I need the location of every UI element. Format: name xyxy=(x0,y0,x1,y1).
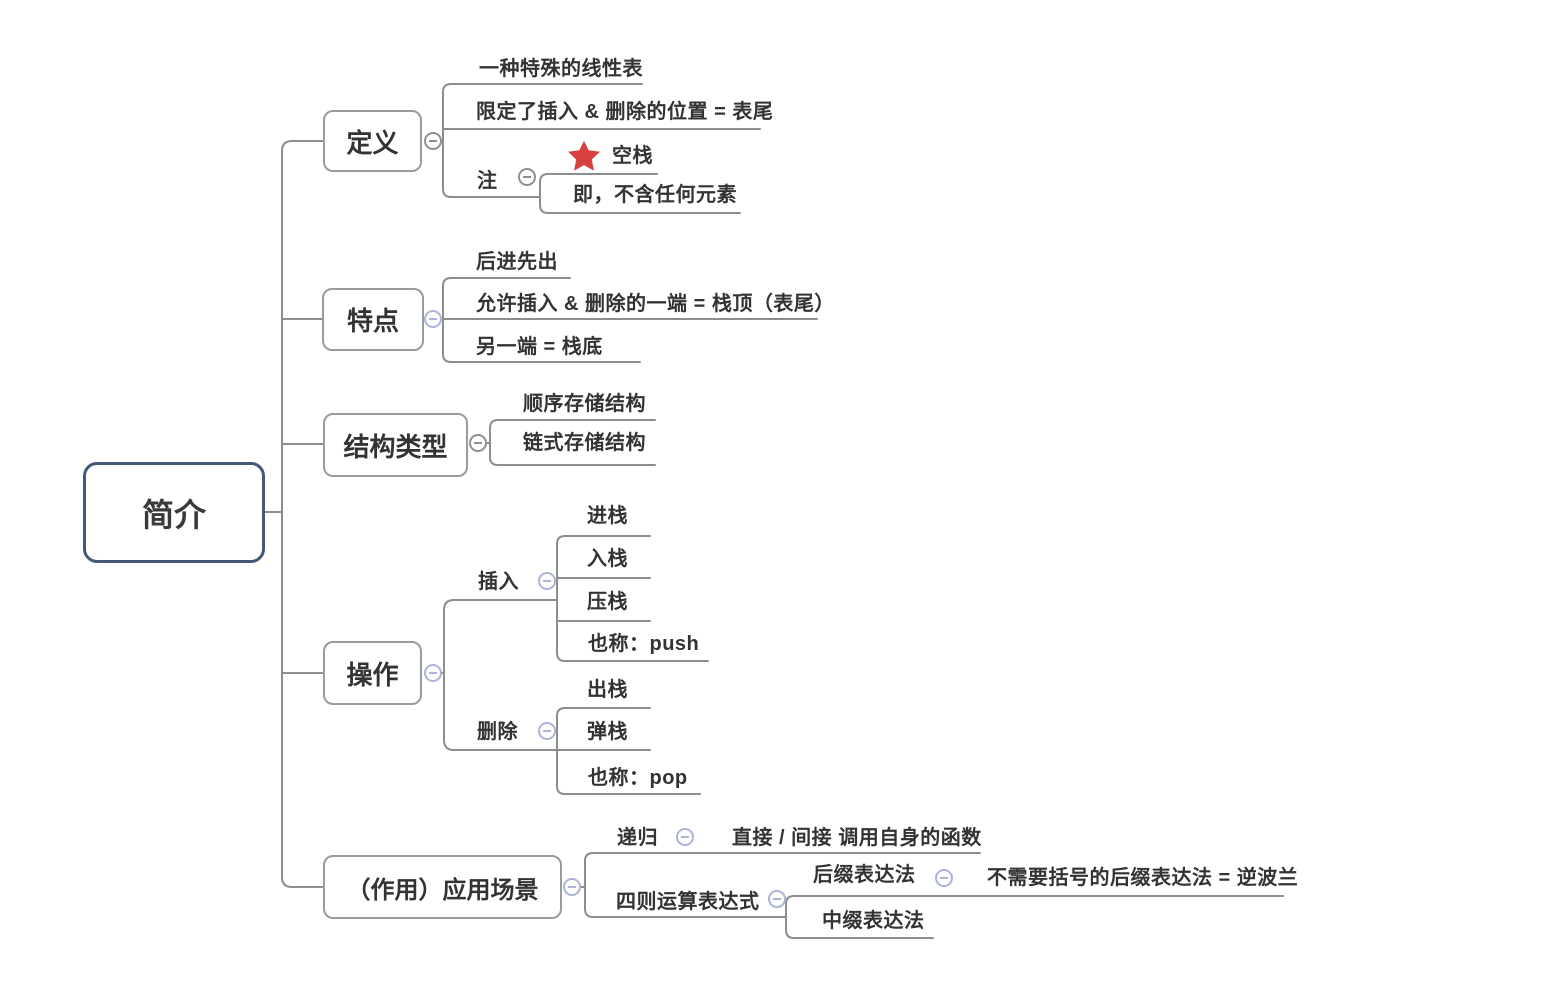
leaf-exit-stack[interactable]: 出栈 xyxy=(587,679,628,701)
leaf-also-called-push[interactable]: 也称：push xyxy=(588,633,700,655)
leaf-self-calling-function[interactable]: 直接 / 间接 调用自身的函数 xyxy=(732,827,982,849)
leaf-recursion[interactable]: 递归 xyxy=(617,827,658,849)
leaf-special-linear-list[interactable]: 一种特殊的线性表 xyxy=(479,58,643,80)
collapse-icon-note[interactable] xyxy=(518,168,536,186)
leaf-postfix-notation[interactable]: 后缀表达法 xyxy=(813,864,916,886)
topic-structure-types-label: 结构类型 xyxy=(343,431,448,462)
leaf-also-called-pop[interactable]: 也称：pop xyxy=(588,767,688,789)
leaf-reverse-polish[interactable]: 不需要括号的后缀表达法 = 逆波兰 xyxy=(987,867,1299,889)
topic-features[interactable]: 特点 xyxy=(322,288,424,351)
leaf-pop-stack[interactable]: 弹栈 xyxy=(587,721,628,743)
leaf-sequential-storage[interactable]: 顺序存储结构 xyxy=(523,393,646,415)
topic-operations-label: 操作 xyxy=(346,659,399,690)
leaf-limited-insert-delete-position[interactable]: 限定了插入 & 删除的位置 = 表尾 xyxy=(476,101,774,123)
topic-features-label: 特点 xyxy=(346,306,399,336)
leaf-push-into-stack[interactable]: 入栈 xyxy=(587,548,628,570)
leaf-linked-storage[interactable]: 链式存储结构 xyxy=(523,432,646,454)
topic-definition-label: 定义 xyxy=(346,127,399,158)
collapse-icon-definition[interactable] xyxy=(424,132,442,150)
collapse-icon-arithmetic[interactable] xyxy=(768,890,786,908)
root-topic-label: 简介 xyxy=(141,496,206,533)
leaf-empty-stack[interactable]: 空栈 xyxy=(612,145,653,167)
collapse-icon-delete[interactable] xyxy=(538,722,556,740)
topic-structure-types[interactable]: 结构类型 xyxy=(323,413,468,477)
collapse-icon-operations[interactable] xyxy=(424,664,442,682)
leaf-insert-delete-end-top[interactable]: 允许插入 & 删除的一端 = 栈顶（表尾） xyxy=(476,293,835,315)
leaf-enter-stack[interactable]: 进栈 xyxy=(587,505,628,527)
topic-applications-label: （作用）应用场景 xyxy=(346,876,539,904)
leaf-note[interactable]: 注 xyxy=(477,170,498,192)
leaf-insert[interactable]: 插入 xyxy=(478,571,519,593)
leaf-infix-notation[interactable]: 中缀表达法 xyxy=(822,910,925,932)
collapse-icon-insert[interactable] xyxy=(538,572,556,590)
collapse-icon-applications[interactable] xyxy=(563,878,581,896)
collapse-icon-recursion[interactable] xyxy=(676,828,694,846)
leaf-arithmetic-expression[interactable]: 四则运算表达式 xyxy=(616,891,760,913)
red-star-icon xyxy=(566,138,602,174)
topic-operations[interactable]: 操作 xyxy=(323,641,422,705)
leaf-other-end-bottom[interactable]: 另一端 = 栈底 xyxy=(476,336,603,358)
topic-applications[interactable]: （作用）应用场景 xyxy=(323,855,562,919)
root-topic[interactable]: 简介 xyxy=(83,462,265,563)
collapse-icon-structure-types[interactable] xyxy=(469,434,487,452)
leaf-press-stack[interactable]: 压栈 xyxy=(587,591,628,613)
collapse-icon-features[interactable] xyxy=(424,310,442,328)
leaf-lifo[interactable]: 后进先出 xyxy=(476,251,558,273)
leaf-no-elements[interactable]: 即，不含任何元素 xyxy=(573,184,737,206)
leaf-delete[interactable]: 删除 xyxy=(477,721,518,743)
collapse-icon-postfix[interactable] xyxy=(935,869,953,887)
topic-definition[interactable]: 定义 xyxy=(323,110,422,172)
